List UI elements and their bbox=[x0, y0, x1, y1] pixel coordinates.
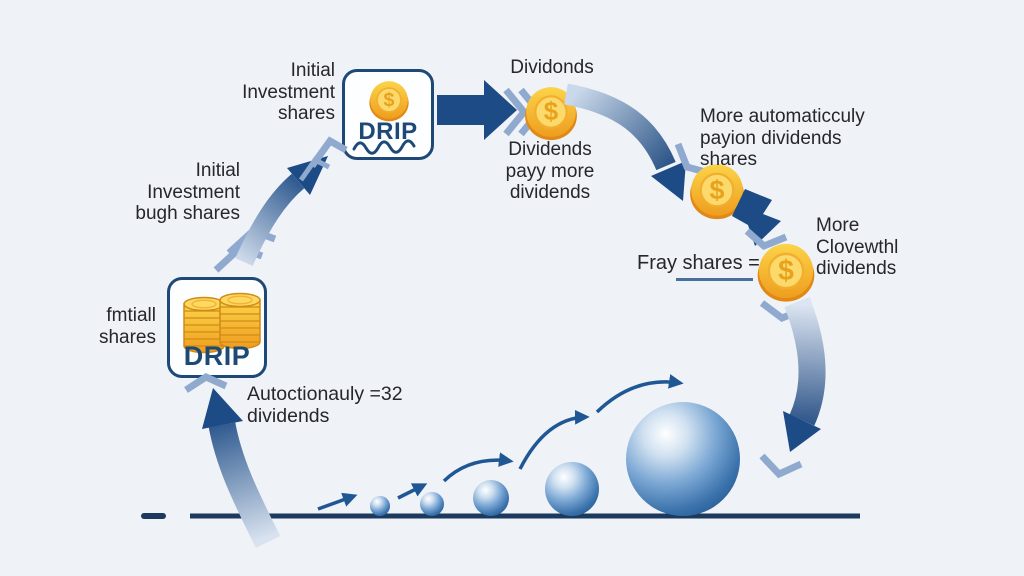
dividends-coin bbox=[524, 86, 578, 142]
fray-shares-underline bbox=[676, 278, 753, 281]
arrow-drip-to-dividends bbox=[437, 80, 544, 140]
label-more-clovewthl: More Clovewthl dividends bbox=[816, 215, 899, 280]
arrow-down-to-growth bbox=[759, 297, 826, 479]
drip-box-top bbox=[342, 69, 434, 160]
label-dividonds: Dividonds bbox=[510, 57, 594, 78]
label-fmtiall-shares: fmtiall shares bbox=[98, 305, 156, 348]
arrow-investment-to-drip bbox=[235, 136, 348, 266]
drip-left-label: DRIP bbox=[183, 341, 251, 371]
more-shares-coin bbox=[688, 163, 746, 221]
label-dividends-payy-more: Dividends payy more dividends bbox=[505, 139, 595, 204]
label-initial-investment-bugh: Initial Investment bugh shares bbox=[135, 160, 240, 225]
arrow-more-shares-to-fray bbox=[732, 189, 788, 251]
chevrons-left-box bbox=[213, 226, 277, 273]
drip-top-label: DRIP bbox=[358, 118, 418, 145]
label-initial-investment-shares: Initial Investment shares bbox=[242, 60, 335, 125]
label-more-automaticculy: More automaticculy payion dividends shar… bbox=[700, 106, 865, 171]
label-fray-shares: Fray shares = bbox=[637, 252, 760, 274]
label-autoctionauly-dividends: Autoctionauly =32 dividends bbox=[247, 383, 403, 428]
